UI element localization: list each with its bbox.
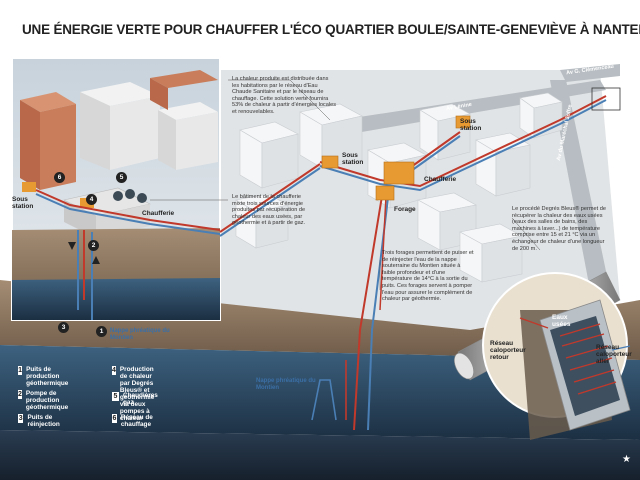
label-chaufferie-right: Chaufferie (424, 176, 456, 183)
marker-5: 5 (116, 172, 127, 183)
marker-2: 2 (88, 240, 99, 251)
label-forage: Forage (394, 206, 416, 213)
legend-text: Pompe de production géothermique (26, 390, 73, 411)
legend-text: Chaudières gaz (123, 392, 160, 406)
label-reseau-retour: Réseau caloporteur retour (490, 340, 526, 361)
legend-item-2: 2 Pompe de production géothermique (18, 390, 73, 411)
note-batiment: Le bâtiment de la chaufferie mixte trois… (232, 194, 314, 227)
note-degres-bleus: Le procédé Degrés Bleus® permet de récup… (512, 206, 608, 252)
legend-num: 1 (18, 366, 22, 375)
label-nappe-center: Nappe phréatique du Montien (256, 378, 326, 392)
legend-item-6: 6 Réseau de chauffage (112, 414, 155, 428)
legend-num: 6 (112, 414, 117, 423)
legend-num: 2 (18, 390, 22, 399)
legend-num: 3 (18, 414, 23, 423)
label-reseau-aller: Réseau caloporteur aller (596, 344, 632, 365)
label-chaufferie-left: Chaufferie (142, 210, 174, 217)
label-sous-station-left: Sous station (12, 196, 42, 210)
inset-sous-station (22, 182, 36, 192)
label-eaux-usees: Eaux usées (552, 314, 582, 328)
note-distribution: La chaleur produite est distribuée dans … (232, 76, 336, 116)
legend-text: Puits de réinjection (27, 414, 63, 428)
legend-num: 5 (112, 392, 119, 401)
note-forages: Trois forages permettent de puiser et de… (382, 250, 474, 303)
legend-num: 4 (112, 366, 116, 375)
legend-item-3: 3 Puits de réinjection (18, 414, 63, 428)
legend-text: Réseau de chauffage (121, 414, 155, 428)
marker-1: 1 (96, 326, 107, 337)
label-nappe-left: Nappe phréatique du Montien (110, 328, 180, 342)
label-sous-station-center: Sous station (342, 152, 372, 166)
label-sous-station-right: Sous station (460, 118, 490, 132)
legend-text: Puits de production géothermique (26, 366, 73, 387)
marker-3: 3 (58, 322, 69, 333)
legend-item-1: 1 Puits de production géothermique (18, 366, 73, 387)
north-arrow-icon: ★ (622, 454, 631, 465)
legend-item-5: 5 Chaudières gaz (112, 392, 160, 406)
marker-6: 6 (54, 172, 65, 183)
marker-4: 4 (86, 194, 97, 205)
